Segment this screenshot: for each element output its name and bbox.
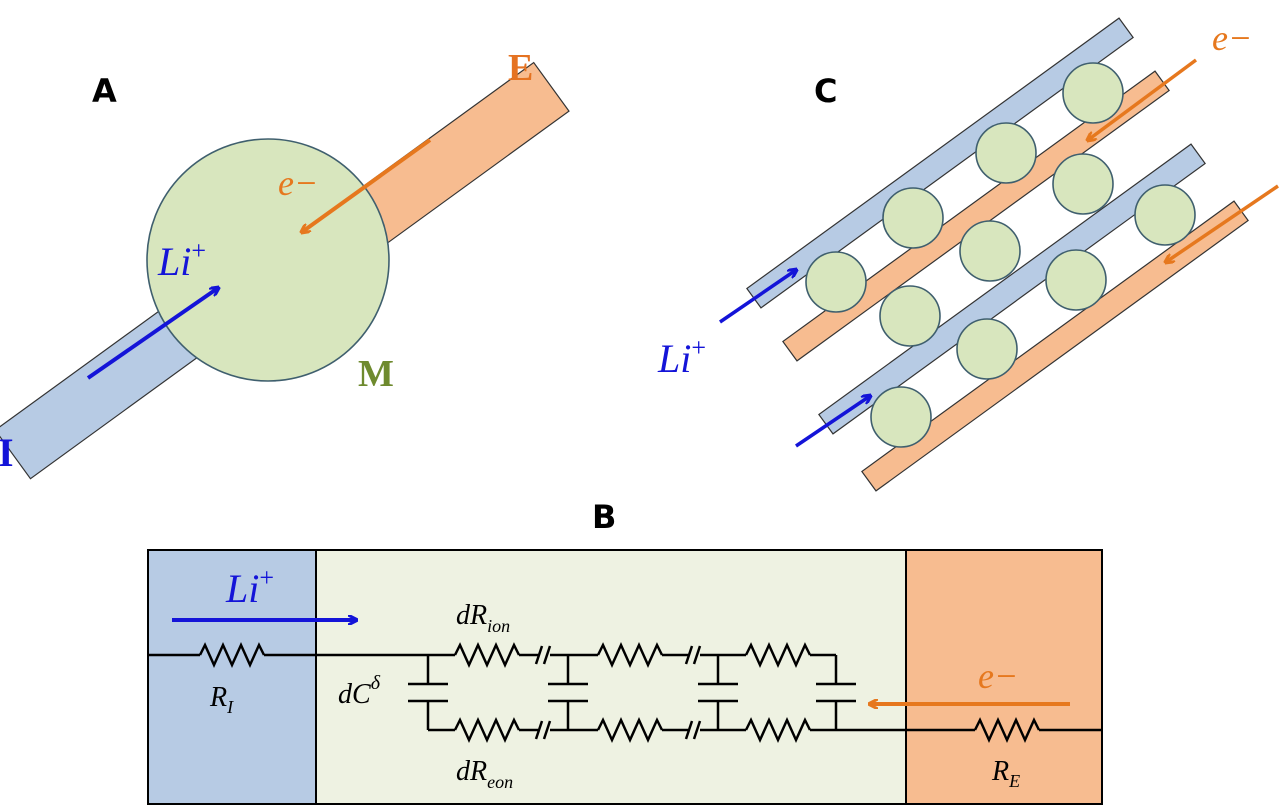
electron-label-b: e− [978, 656, 1018, 696]
label-dr-eon: dReon [456, 756, 513, 792]
resistor-dr-eon-2 [596, 716, 664, 744]
label-r-e: RE [991, 756, 1020, 791]
label-r-e-main: R [991, 756, 1009, 787]
label-r-i-main: R [209, 682, 227, 713]
panel-b: B [147, 498, 1103, 805]
capacitor-2 [548, 655, 588, 730]
ion-label-b-main: Li [225, 566, 259, 611]
capacitor-1 [408, 655, 448, 730]
ion-label-a-main: Li [157, 239, 191, 284]
resistor-r-i [198, 641, 266, 669]
ion-label-a: Li+ [157, 236, 206, 284]
panel-a-letter: A [92, 72, 117, 110]
resistor-r-e [973, 716, 1041, 744]
label-dr-ion: dRion [456, 600, 510, 636]
ion-label-b: Li+ [225, 563, 274, 611]
ion-label-c: Li+ [657, 333, 706, 381]
break-mark-top-2 [684, 645, 702, 665]
particle-group-c [805, 62, 1196, 448]
ion-label-a-sup: + [191, 236, 206, 265]
electron-arrow-c-lower [1166, 184, 1279, 262]
particle-c [1134, 184, 1196, 246]
capacitor-3 [698, 655, 738, 730]
label-dr-eon-main: dR [456, 756, 487, 787]
ion-arrow-a [86, 288, 218, 380]
label-r-i-sub: I [226, 697, 234, 717]
break-mark-top-1 [534, 645, 552, 665]
capacitor-4 [816, 655, 856, 730]
label-m: M [358, 353, 394, 395]
label-dr-ion-main: dR [456, 600, 487, 631]
label-r-e-sub: E [1008, 771, 1020, 791]
particle-c [959, 220, 1021, 282]
ion-label-b-sup: + [259, 563, 274, 592]
electron-label-a: e− [278, 163, 318, 203]
resistor-dr-eon-1 [453, 716, 521, 744]
particle-c [1052, 153, 1114, 215]
particle-c [1062, 62, 1124, 124]
label-dc: dCδ [338, 672, 381, 710]
label-i: I [0, 430, 14, 475]
particle-c [870, 386, 932, 448]
electron-label-c: e− [1212, 18, 1252, 58]
label-dr-ion-sub: ion [487, 616, 510, 636]
panel-c: C e− Li+ [657, 17, 1279, 492]
break-mark-bottom-1 [534, 720, 552, 740]
particle-c [805, 251, 867, 313]
electron-arrow-a [302, 138, 432, 232]
label-dr-eon-sub: eon [487, 772, 513, 792]
electron-arrow-c-upper [1088, 58, 1198, 140]
resistor-dr-ion-2 [596, 641, 664, 669]
ion-label-c-sup: + [691, 333, 706, 362]
active-particle [146, 138, 390, 382]
panel-b-letter: B [592, 498, 616, 536]
electron-region [906, 550, 1102, 805]
resistor-dr-eon-3 [744, 716, 812, 744]
label-dc-main: dC [338, 679, 371, 710]
label-r-i: RI [209, 682, 234, 717]
particle-c [882, 187, 944, 249]
label-e: E [508, 47, 533, 89]
particle-c [975, 122, 1037, 184]
ion-region [148, 550, 316, 805]
particle-c [879, 285, 941, 347]
label-dc-sup: δ [371, 672, 381, 694]
ion-arrow-c-upper [719, 270, 796, 324]
break-mark-bottom-2 [684, 720, 702, 740]
resistor-dr-ion-3 [744, 641, 812, 669]
circuit-frame [147, 549, 1103, 805]
ion-arrow-c-lower [795, 396, 870, 448]
panel-a: A e− Li+ E M I [0, 47, 570, 480]
ion-label-c-main: Li [657, 336, 691, 381]
panel-c-letter: C [814, 72, 837, 110]
particle-c [956, 318, 1018, 380]
resistor-dr-ion-1 [453, 641, 521, 669]
matrix-region [316, 550, 906, 805]
particle-c [1045, 249, 1107, 311]
